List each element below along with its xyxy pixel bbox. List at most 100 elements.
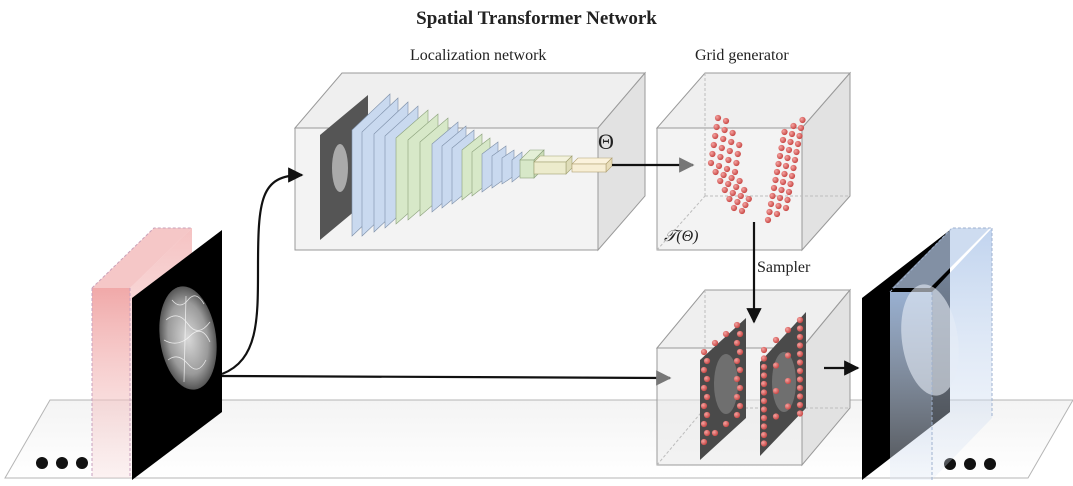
grid-point [736, 177, 743, 185]
grid-point [778, 186, 785, 194]
grid-point [712, 168, 719, 176]
grid-point [778, 144, 785, 152]
grid-point [713, 123, 720, 131]
grid-point [776, 194, 784, 202]
grid-point [733, 393, 741, 401]
grid-point [779, 178, 787, 186]
grid-point [733, 357, 741, 365]
grid-point [729, 189, 736, 197]
grid-point [703, 411, 711, 419]
grid-point [733, 411, 741, 419]
grid-point [782, 162, 790, 170]
localization-network-label: Localization network [410, 47, 547, 64]
grid-point [760, 389, 768, 396]
grid-point [720, 135, 727, 143]
grid-point [721, 186, 728, 194]
grid-point [787, 138, 794, 146]
grid-point [733, 321, 741, 329]
grid-point [760, 363, 768, 371]
grid-point [760, 372, 768, 379]
grid-point [796, 350, 804, 358]
grid-point [796, 367, 804, 375]
input-to-localization-arrow [221, 167, 304, 376]
grid-point [715, 162, 723, 170]
grid-point [736, 141, 743, 149]
grid-point [703, 429, 711, 437]
grid-point [796, 376, 804, 383]
grid-point [725, 180, 732, 188]
grid-point [790, 122, 797, 130]
sampler-box [655, 288, 852, 467]
grid-point [772, 176, 779, 184]
grid-point [796, 384, 804, 392]
grid-point [760, 397, 768, 405]
grid-point [781, 170, 788, 178]
grid-point [733, 375, 741, 383]
grid-point [796, 401, 804, 409]
grid-point [717, 153, 724, 161]
grid-point [785, 146, 793, 154]
grid-generator-points [707, 114, 806, 224]
grid-point [707, 159, 715, 167]
grid-point [769, 192, 776, 200]
grid-point [767, 200, 775, 208]
grid-point [700, 402, 708, 410]
output-volume [889, 227, 993, 480]
grid-point [772, 413, 780, 420]
grid-point [784, 326, 792, 334]
grid-point [760, 414, 768, 422]
grid-point [741, 186, 748, 194]
grid-point [736, 330, 744, 338]
grid-point [773, 210, 781, 218]
grid-point [723, 165, 731, 173]
grid-point [779, 136, 787, 144]
grid-point [711, 339, 719, 347]
grid-point [728, 174, 735, 182]
grid-point [703, 375, 711, 383]
grid-point [721, 126, 728, 134]
grid-point [703, 357, 711, 365]
grid-point [729, 129, 736, 137]
grid-point [775, 160, 782, 168]
grid-point [718, 144, 725, 152]
grid-point [799, 116, 806, 124]
grid-point [742, 201, 749, 209]
grid-point [733, 339, 741, 347]
grid-point [722, 117, 730, 125]
grid-point [734, 150, 741, 158]
ellipsis-icon [36, 457, 88, 469]
grid-generator-label: Grid generator [695, 47, 789, 64]
grid-point [784, 403, 792, 410]
grid-point [796, 325, 804, 332]
grid-point [736, 384, 744, 392]
grid-point [709, 150, 716, 158]
grid-point [760, 440, 768, 447]
grid-point [785, 188, 793, 196]
input-to-sampler-arrow [221, 370, 672, 386]
grid-point [776, 152, 784, 160]
grid-point [760, 355, 768, 362]
grid-point [794, 140, 802, 148]
grid-point [737, 192, 744, 200]
grid-point [796, 132, 803, 140]
grid-point [720, 171, 727, 179]
grid-point [781, 128, 788, 136]
grid-point [784, 196, 791, 204]
grid-point [730, 204, 738, 212]
grid-point [733, 159, 740, 167]
grid-point [700, 420, 708, 428]
grid-point [793, 148, 800, 156]
grid-point [733, 183, 740, 191]
grid-point [736, 366, 744, 374]
grid-point [760, 406, 768, 413]
grid-point [717, 177, 724, 185]
grid-point [784, 377, 792, 385]
grid-point [728, 138, 735, 146]
grid-point [784, 154, 791, 162]
grid-point [714, 114, 722, 122]
grid-point [700, 348, 708, 356]
grid-point [711, 429, 719, 437]
grid-point [738, 207, 746, 215]
input-slice [132, 230, 222, 480]
